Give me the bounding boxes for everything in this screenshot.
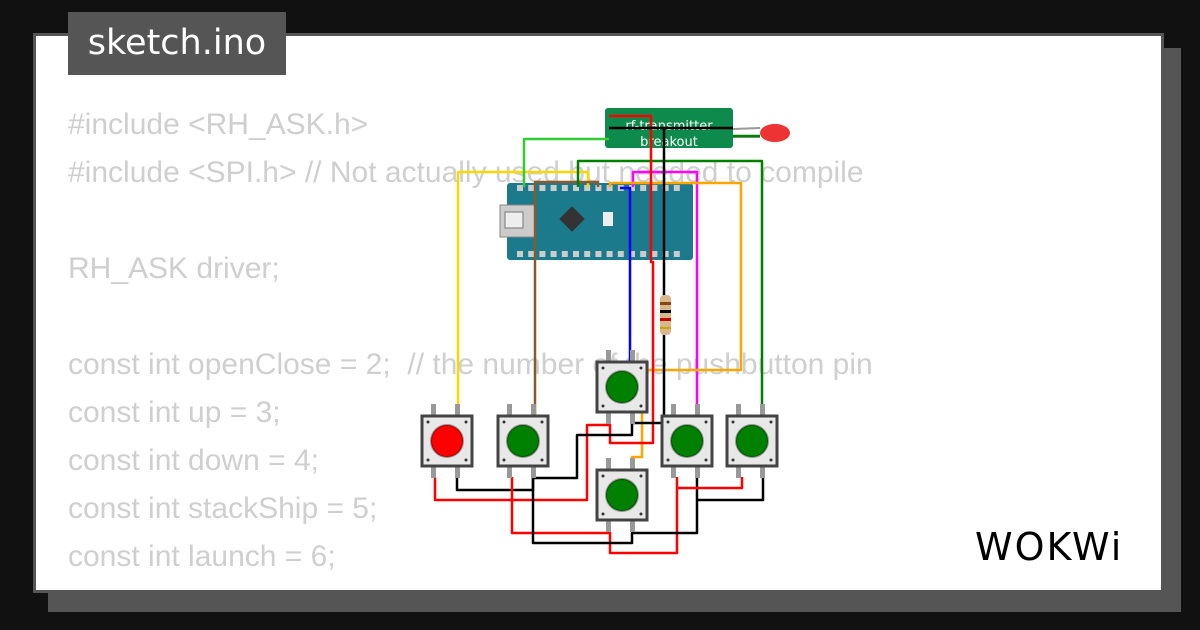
header-pin [662, 251, 669, 257]
wires [433, 114, 765, 555]
header-pin [561, 251, 568, 257]
pushbutton [420, 404, 474, 478]
pushbutton [595, 350, 649, 424]
header-pin [662, 185, 669, 191]
header-pin [651, 185, 658, 191]
header-pin [595, 185, 602, 191]
pushbutton [660, 404, 714, 478]
pushbutton [725, 404, 779, 478]
pushbutton [496, 404, 550, 478]
rf-label-2: breakout [640, 135, 698, 150]
resistor [660, 295, 671, 335]
header-pin [617, 251, 624, 257]
header-pin [517, 185, 523, 191]
header-pin [528, 185, 535, 191]
header-pin [573, 251, 579, 257]
header-pin [651, 251, 658, 257]
code-line: const int down = 4; [68, 444, 319, 477]
header-pin [673, 251, 680, 257]
header-pin [584, 185, 591, 191]
wire-red-top [433, 114, 655, 502]
wire-black-3 [697, 477, 765, 502]
wire-red-2 [510, 477, 679, 555]
wire-red-3 [677, 477, 744, 490]
button-cap [605, 478, 639, 512]
code-line: const int stackShip = 5; [68, 492, 378, 525]
pushbutton [595, 458, 649, 532]
file-title: sketch.ino [68, 12, 286, 75]
wire-lightgreen [522, 137, 609, 187]
header-pin [640, 251, 647, 257]
wire-black-2 [531, 477, 699, 545]
header-pin [673, 185, 680, 191]
header-pin [606, 251, 613, 257]
header-pin [584, 251, 591, 257]
button-cap [605, 370, 639, 404]
header-pin [595, 251, 602, 257]
header-pin [573, 185, 579, 191]
wire-brown [533, 180, 600, 416]
wire-orange [608, 181, 743, 470]
code-line: const int launch = 6; [68, 540, 336, 573]
wire-blue [620, 186, 632, 362]
button-cap [430, 424, 464, 458]
header-pin [550, 251, 557, 257]
wokwi-logo: WOKWi [975, 525, 1124, 569]
header-pin [640, 185, 647, 191]
button-cap [506, 424, 540, 458]
header-pin [561, 185, 568, 191]
button-cap [670, 424, 704, 458]
header-pin [528, 251, 535, 257]
arduino-nano [499, 183, 693, 260]
header-pin [606, 185, 613, 191]
rf-label-1: rf-transmitter [625, 119, 713, 134]
code-line: #include <RH_ASK.h> [68, 108, 369, 141]
button-cap [735, 424, 769, 458]
led-red [732, 124, 790, 142]
wire-darkgreen [576, 159, 764, 416]
code-line: RH_ASK driver; [68, 252, 280, 285]
header-pin [539, 251, 546, 257]
header-pin [629, 185, 635, 191]
header-pin [539, 185, 546, 191]
code-line: const int up = 3; [68, 396, 281, 429]
header-pin [629, 251, 635, 257]
header-pin [517, 251, 523, 257]
header-pin [550, 185, 557, 191]
